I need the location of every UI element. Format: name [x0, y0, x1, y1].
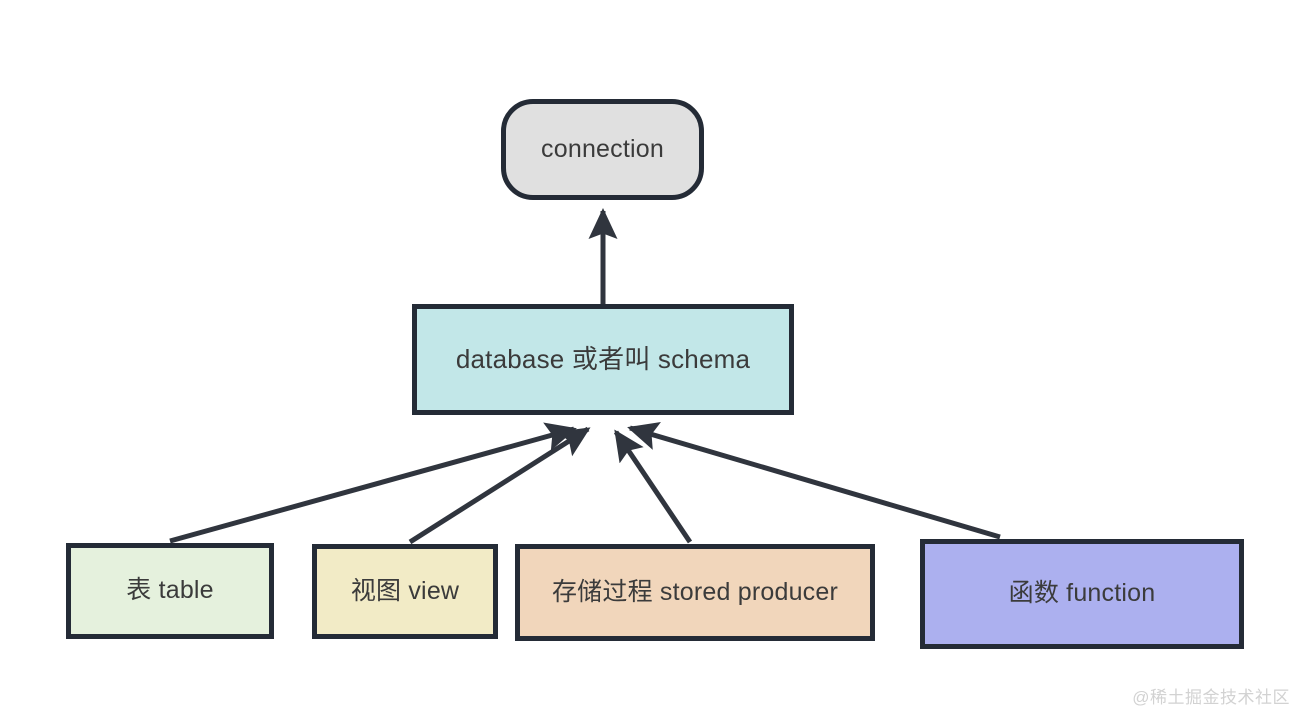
node-connection[interactable]: connection — [501, 99, 704, 200]
node-stored-producer[interactable]: 存储过程 stored producer — [515, 544, 875, 641]
node-function-label: 函数 function — [1008, 579, 1156, 608]
node-function[interactable]: 函数 function — [920, 539, 1244, 649]
node-database-label: database 或者叫 schema — [455, 344, 751, 375]
node-table[interactable]: 表 table — [66, 543, 274, 639]
node-view-label: 视图 view — [350, 576, 460, 605]
edge-function-to-database — [627, 422, 1001, 540]
node-connection-label: connection — [541, 134, 664, 163]
node-database[interactable]: database 或者叫 schema — [412, 304, 794, 415]
edge-table-to-database — [169, 422, 577, 544]
node-table-label: 表 table — [126, 576, 214, 605]
edge-stored-producer-to-database — [613, 429, 693, 544]
node-view[interactable]: 视图 view — [312, 544, 498, 639]
watermark: @稀土掘金技术社区 — [1132, 688, 1290, 707]
node-stored-producer-label: 存储过程 stored producer — [551, 577, 839, 606]
edge-view-to-database — [408, 426, 591, 545]
